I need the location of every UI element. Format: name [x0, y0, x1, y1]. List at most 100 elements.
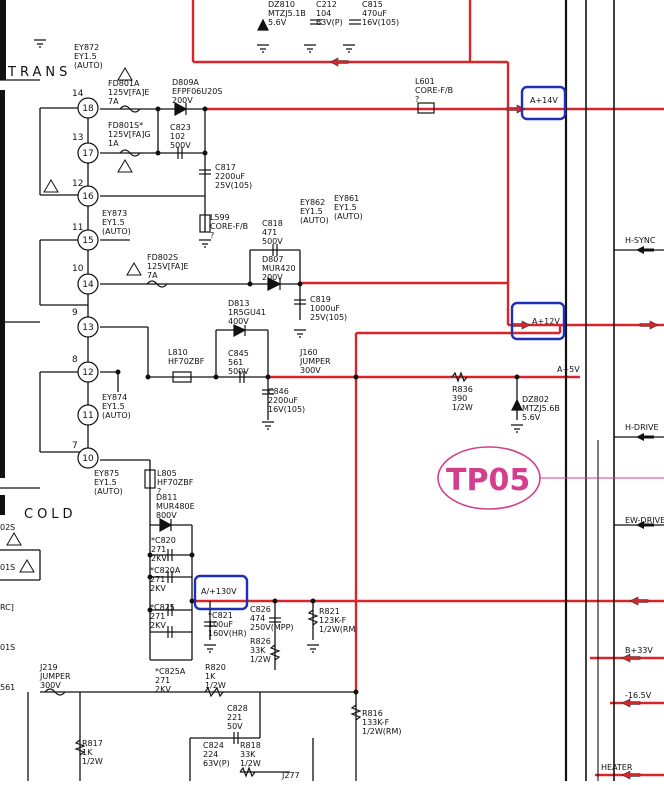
label-line: 2KV	[150, 584, 166, 593]
label-line: 500V	[262, 237, 283, 246]
label-line: 2KV	[150, 621, 166, 630]
label-j277: J277	[281, 771, 300, 780]
resistor-r821	[307, 609, 319, 626]
label-line: 500V	[170, 141, 191, 150]
label-line: HF70ZBF	[157, 478, 194, 487]
resistor-r826	[269, 644, 281, 661]
label-line: EFPF06U20S	[172, 87, 222, 96]
label-line: RC]	[0, 603, 14, 612]
zener-dz810	[257, 18, 269, 31]
label-line: 1000uF	[310, 304, 340, 313]
connector-heater: HEATER	[601, 763, 633, 772]
arrow-left-icon	[329, 57, 349, 67]
label-line: *C825	[150, 603, 175, 612]
label-line: 1A	[108, 139, 119, 148]
label-line: 123K-F	[319, 616, 347, 625]
inductor-l805	[144, 469, 156, 489]
label-line: 800V	[156, 511, 177, 520]
label-line: 561	[0, 683, 15, 692]
inductor-l810	[172, 371, 192, 383]
label-line: 271	[151, 545, 166, 554]
label-line: 25V(105)	[215, 181, 252, 190]
label-line: 01S	[0, 643, 15, 652]
label-line: 2KV	[155, 685, 171, 694]
transformer-pin-number: 9	[72, 308, 78, 318]
label-line: 221	[227, 713, 242, 722]
label-line: 2200uF	[268, 396, 298, 405]
label-line: MUR480E	[156, 502, 195, 511]
supply-label-a5v: A+5V	[557, 365, 580, 374]
label-line: 474	[250, 614, 265, 623]
label-line: 33K	[250, 646, 266, 655]
label-line: 1/2W	[452, 403, 473, 412]
label-line: D807	[262, 255, 283, 264]
label-line: *C821	[208, 611, 233, 620]
label-line: L601	[415, 77, 435, 86]
label-line: EY874	[102, 393, 127, 402]
resistor-r816	[350, 704, 362, 721]
rail-arrows	[329, 57, 659, 780]
connector-hsync: H-SYNC	[625, 236, 656, 245]
label-line: C817	[215, 163, 236, 172]
label-line: R820	[205, 663, 226, 672]
label-line: C826	[250, 605, 271, 614]
transformer-tap-17	[77, 142, 99, 164]
arrow-right-icon	[506, 104, 526, 114]
resistor-r836	[451, 371, 468, 383]
fuse-fd802s	[146, 280, 168, 288]
label-line: EY1.5	[74, 52, 97, 61]
arrow-left-icon	[621, 770, 641, 780]
label-line: 300V	[300, 366, 321, 375]
label-line: 104	[316, 9, 331, 18]
label-fd801s: FD801S*125V[FA]G1A	[108, 121, 151, 148]
label-line: D809A	[172, 78, 199, 87]
transformer-tap-label: 14	[82, 280, 94, 290]
connector-hdrive: H-DRIVE	[625, 423, 659, 432]
label-line: 02S	[0, 523, 15, 532]
label-line: FD801S*	[108, 121, 143, 130]
connector-ewdrive: EW-DRIVE	[625, 516, 664, 525]
label-line: R817	[82, 739, 103, 748]
transformer-pin-number: 7	[72, 441, 78, 451]
arrow-right-icon	[511, 320, 531, 330]
transformer-pin-number: 13	[72, 133, 83, 143]
label-line: J277	[281, 771, 300, 780]
label-line: 1R5GU41	[228, 308, 266, 317]
label-line: 271	[150, 575, 165, 584]
label-line: C824	[203, 741, 224, 750]
label-line: C846	[268, 387, 289, 396]
arrow-left-icon	[636, 521, 654, 529]
label-line: 01S	[0, 563, 15, 572]
supply-label-a130v: A/+130V	[201, 587, 237, 596]
label-line: 1/2W(RM)	[362, 727, 402, 736]
transformer-core-bottom	[0, 495, 5, 515]
label-line: EY875	[94, 469, 119, 478]
label-line: (AUTO)	[102, 411, 131, 420]
label-line: C828	[227, 704, 248, 713]
label-line: C823	[170, 123, 191, 132]
inductor-l601	[417, 102, 435, 114]
transformer-tap-label: 13	[82, 323, 93, 333]
label-line: J160	[299, 348, 318, 357]
label-line: L810	[168, 348, 188, 357]
transformer-core-mid	[0, 90, 5, 478]
test-point-label: TP05	[446, 463, 530, 498]
label-line: ?	[210, 231, 214, 240]
label-line: (AUTO)	[74, 61, 103, 70]
transformer-pin-number: 14	[72, 89, 84, 99]
